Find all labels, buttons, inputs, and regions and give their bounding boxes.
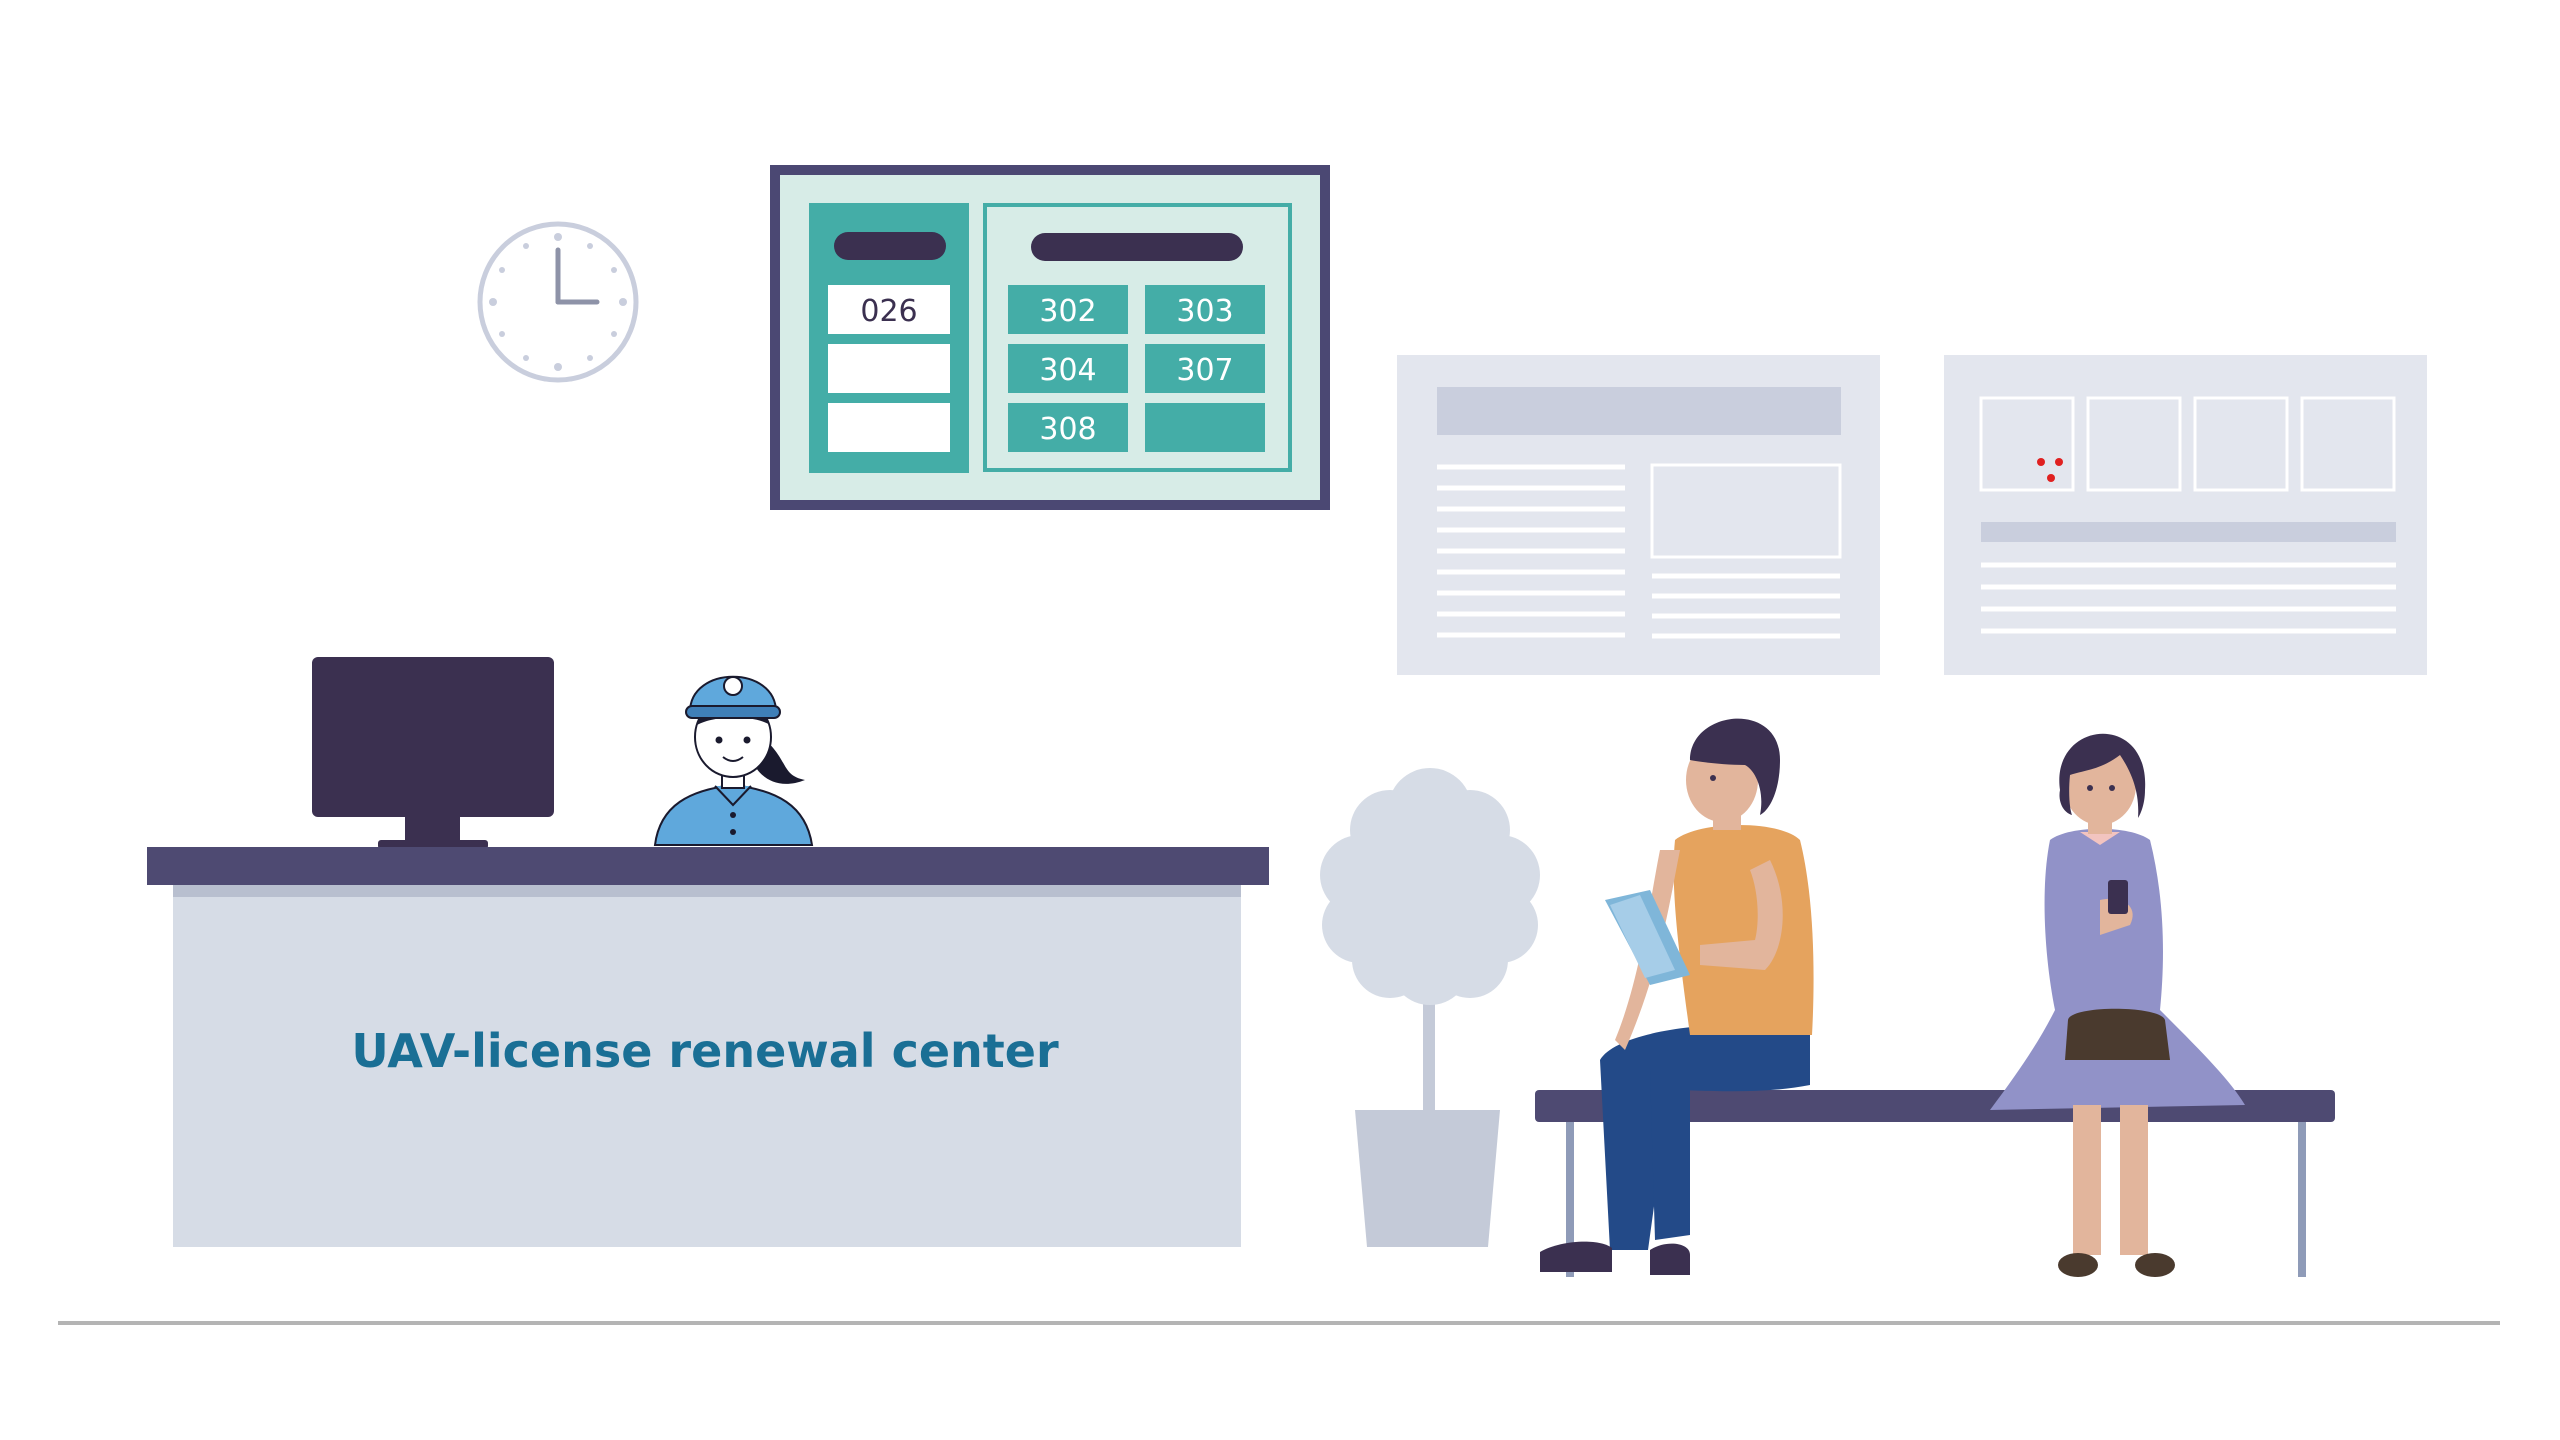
reception-desk (147, 847, 1269, 1247)
waiting-number: 307 (1176, 353, 1233, 388)
waiting-cell (1145, 285, 1265, 334)
waiting-cell (1008, 344, 1128, 393)
now-serving-cell (828, 344, 950, 393)
computer-monitor-icon (312, 657, 554, 849)
waiting-number: 302 (1039, 294, 1096, 329)
now-serving-header (834, 232, 946, 260)
potted-plant-icon (1320, 768, 1540, 1247)
red-dots-mark (2037, 458, 2063, 482)
waiting-number: 303 (1176, 294, 1233, 329)
wall-poster-right (1944, 355, 2427, 675)
wall-clock-icon (477, 221, 639, 383)
waiting-cell (1145, 344, 1265, 393)
queue-display-board: 026 302 303 304 307 308 (770, 165, 1330, 510)
waiting-number: 308 (1039, 412, 1096, 447)
wall-poster-left (1397, 355, 1880, 675)
waiting-cell (1145, 403, 1265, 452)
seated-man-figure (1540, 718, 1814, 1275)
waiting-cell (1008, 285, 1128, 334)
now-serving-cell (828, 285, 950, 334)
seated-woman-figure (1990, 733, 2245, 1277)
waiting-number: 304 (1039, 353, 1096, 388)
now-serving-number: 026 (860, 294, 917, 329)
phone-icon (2108, 880, 2128, 914)
waiting-header (1031, 233, 1243, 261)
desk-sign-text: UAV-license renewal center (351, 1024, 1059, 1078)
receptionist-figure (653, 675, 814, 846)
waiting-cell (1008, 403, 1128, 452)
now-serving-cell (828, 403, 950, 452)
